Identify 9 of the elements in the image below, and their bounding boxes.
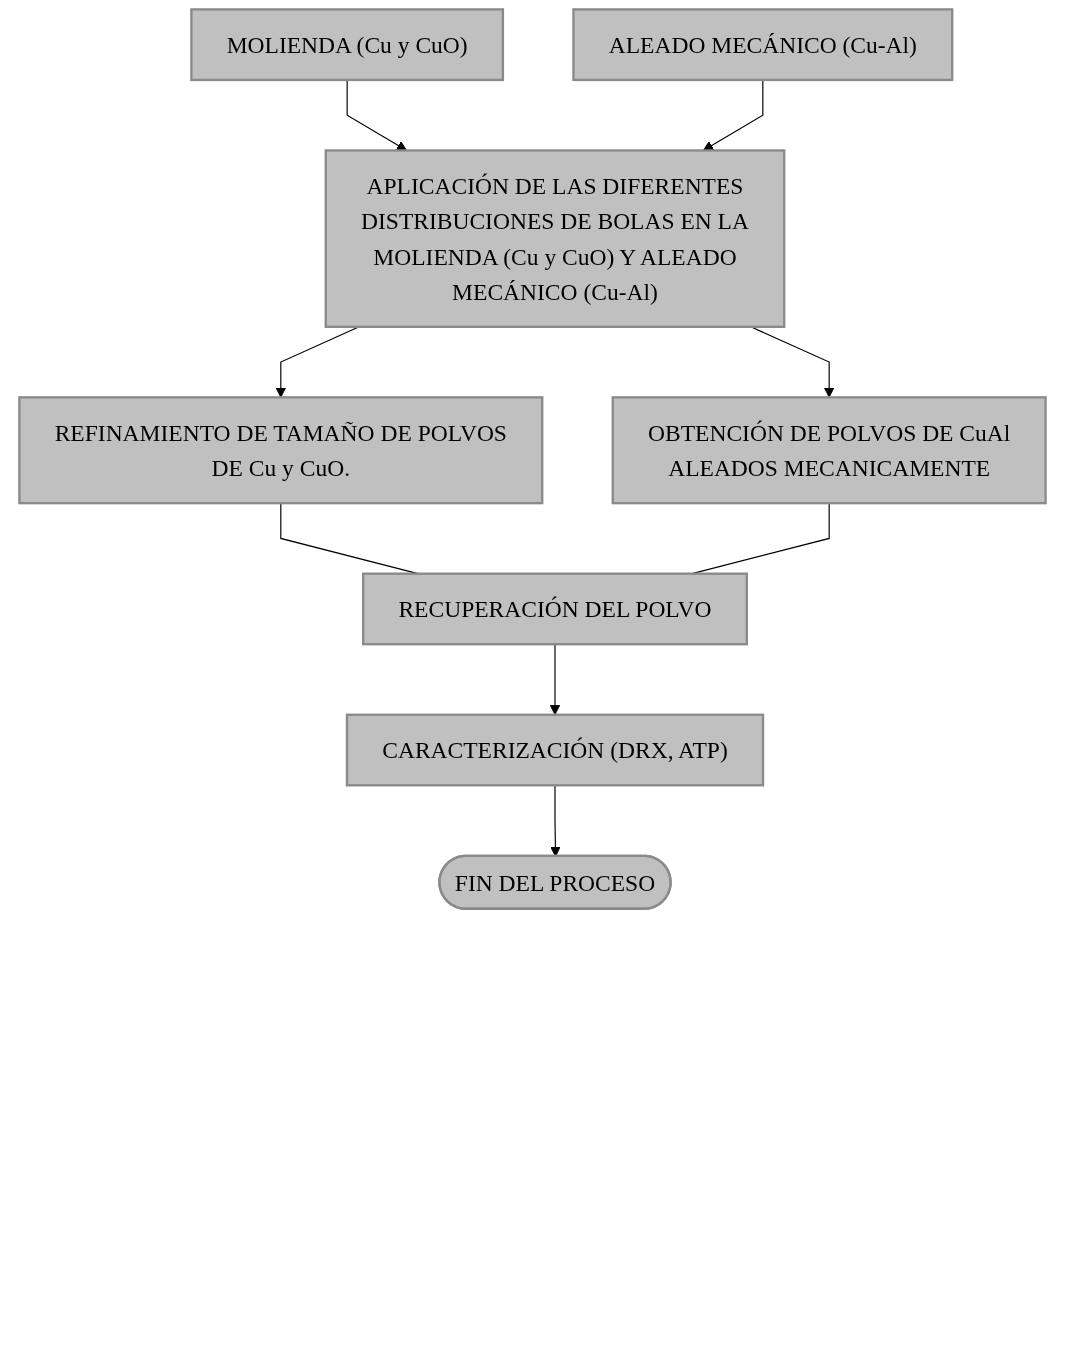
node-box: REFINAMIENTO DE TAMAÑO DE POLVOS DE Cu y CuO.: [18, 396, 544, 505]
node-box: OBTENCIÓN DE POLVOS DE CuAl ALEADOS MECANICAMENTE: [611, 396, 1047, 505]
arrow: [703, 79, 764, 151]
node-box: APLICACIÓN DE LAS DIFERENTES DISTRIBUCIONES DE BOLAS EN LA MOLIENDA (Cu y CuO) Y ALEADO MECÁNICO (Cu-Al): [324, 149, 786, 328]
node-box: CARACTERIZACIÓN (DRX, ATP): [345, 713, 765, 787]
arrow: [346, 79, 407, 151]
node-box: ALEADO MECÁNICO (Cu-Al): [572, 8, 954, 82]
node-box: RECUPERACIÓN DEL POLVO: [362, 572, 748, 646]
node-box: MOLIENDA (Cu y CuO): [190, 8, 505, 82]
